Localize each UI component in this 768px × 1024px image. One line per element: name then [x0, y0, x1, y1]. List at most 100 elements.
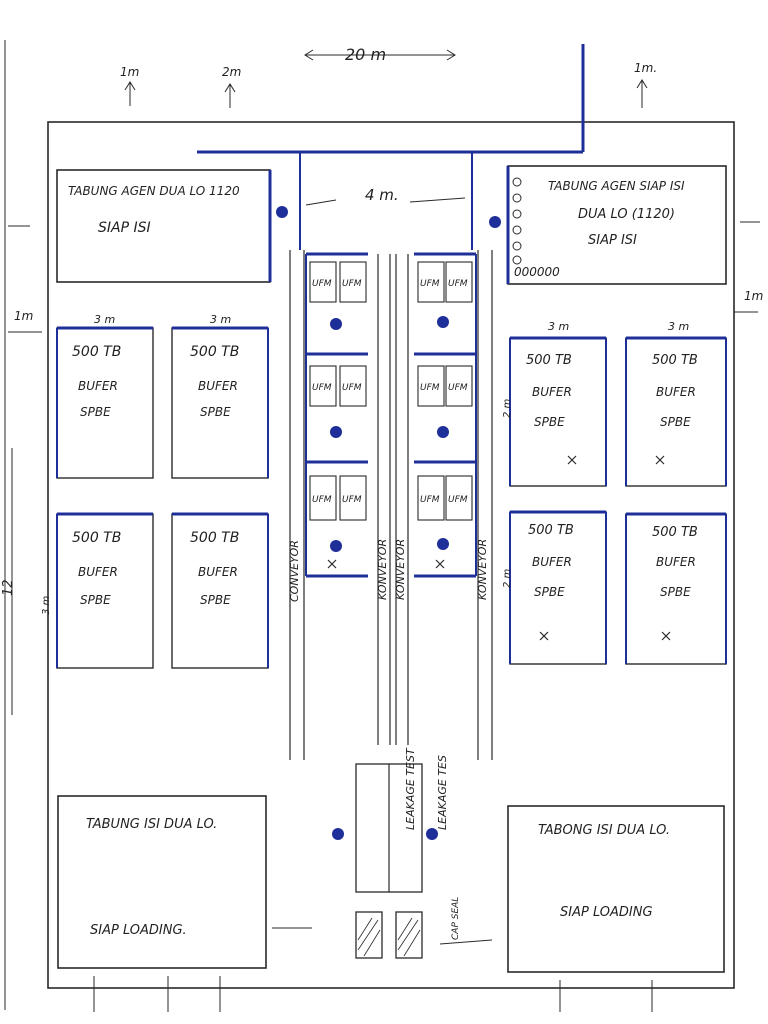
- area-top-right-line2: DUA LO (1120): [578, 207, 675, 222]
- conveyor-label-right: KONVEYOR: [476, 539, 489, 600]
- dim-arrow-left: [304, 49, 314, 61]
- conveyor-center-a: [377, 254, 391, 745]
- valve-dot: [276, 206, 288, 218]
- buffer-line3: SPBE: [80, 593, 111, 607]
- buffer-label: 500 TB: [72, 530, 121, 546]
- buffer-right-top-2: [625, 336, 727, 487]
- ufm-label: UFM: [420, 383, 440, 393]
- ufm-label: UFM: [312, 279, 332, 289]
- buffer-left-bottom-1: [56, 512, 154, 669]
- aisle-arrow-left: [305, 199, 337, 206]
- buffer-line3: SPBE: [660, 415, 691, 429]
- ufm-label: UFM: [448, 495, 468, 505]
- operator-dots: [330, 316, 449, 840]
- buffer-line3: SPBE: [80, 405, 111, 419]
- dim-12: 12: [1, 579, 16, 596]
- arrow-head: [124, 81, 136, 91]
- margin-1m-left: 1m: [120, 65, 139, 79]
- ufm-bays-right: [414, 252, 477, 578]
- exit-arrows: [93, 976, 653, 1012]
- side-2m-label: 2 m: [502, 568, 513, 588]
- margin-1m-side: 1m: [14, 309, 33, 323]
- buffer-label: 500 TB: [652, 353, 698, 368]
- leak-test-a: LEAKAGE TEST: [404, 747, 417, 830]
- buffer-line3: SPBE: [200, 593, 231, 607]
- arrow-head: [224, 83, 236, 93]
- buffer-line3: SPBE: [534, 585, 565, 599]
- conveyor-label-center-a: KONVEYOR: [376, 539, 389, 600]
- dim-20m: 20 m: [345, 45, 386, 64]
- area-filled-loading-right: [507, 805, 725, 973]
- ufm-boxes: [309, 261, 473, 521]
- buffer-line2: BUFER: [656, 385, 696, 399]
- side-3m-label: 3 m: [41, 595, 52, 615]
- buffer-left-top-1: [56, 326, 154, 479]
- buffer-left-top-2: [171, 326, 269, 479]
- margin-2m: 2m: [222, 65, 241, 79]
- conveyor-left: [289, 250, 305, 760]
- buffer-width-label: 3 m: [668, 320, 689, 333]
- ufm-label: UFM: [420, 495, 440, 505]
- buffer-label: 500 TB: [72, 344, 121, 360]
- ufm-label: UFM: [342, 279, 362, 289]
- buffer-right-top-1: [509, 336, 607, 487]
- area-top-left-line2: SIAP ISI: [98, 220, 151, 236]
- conveyor-center-b: [395, 254, 409, 745]
- buffer-right-bottom-2: [625, 512, 727, 665]
- conveyor-label-left: CONVEYOR: [288, 540, 301, 602]
- buffer-label: 500 TB: [652, 525, 698, 540]
- buffer-line2: BUFER: [532, 555, 572, 569]
- aisle-arrow-right: [409, 197, 466, 203]
- cap-seal-machine-a: [355, 911, 383, 959]
- area-top-left-line1: TABUNG AGEN DUA LO 1120: [68, 184, 240, 198]
- buffer-line3: SPBE: [534, 415, 565, 429]
- buffer-label: 500 TB: [190, 530, 239, 546]
- area-bottom-right-line1: TABONG ISI DUA LO.: [538, 823, 670, 838]
- margin-1m-side-right: 1m: [744, 289, 763, 303]
- buffer-line2: BUFER: [198, 379, 238, 393]
- ufm-labels: UFM UFM UFM UFM UFM UFM UFM UFM UFM UFM …: [312, 279, 468, 505]
- conveyor-right: [477, 250, 493, 760]
- side-2m-label: 2 m: [502, 398, 513, 418]
- arrow-head: [636, 79, 648, 89]
- x-marks: [327, 455, 671, 641]
- area-bottom-left-line1: TABUNG ISI DUA LO.: [86, 817, 217, 832]
- valve-dot: [489, 216, 501, 228]
- area-bottom-right-line2: SIAP LOADING: [560, 905, 653, 920]
- ufm-label: UFM: [342, 383, 362, 393]
- buffer-width-label: 3 m: [548, 320, 569, 333]
- buffer-line3: SPBE: [200, 405, 231, 419]
- buffer-width-label: 3 m: [94, 313, 115, 326]
- buffer-right-bottom-1: [509, 510, 607, 665]
- buffer-line2: BUFER: [78, 565, 118, 579]
- cap-seal-machine-b: [395, 911, 423, 959]
- ufm-label: UFM: [448, 383, 468, 393]
- buffer-line2: BUFER: [656, 555, 696, 569]
- cylinder-marks: [512, 177, 522, 265]
- ufm-bays-left: [305, 252, 368, 578]
- buffer-label: 500 TB: [190, 344, 239, 360]
- aisle-4m: 4 m.: [365, 186, 399, 204]
- area-bottom-left-line2: SIAP LOADING.: [90, 923, 187, 938]
- buffer-line2: BUFER: [532, 385, 572, 399]
- ufm-label: UFM: [312, 383, 332, 393]
- buffer-line2: BUFER: [198, 565, 238, 579]
- ufm-label: UFM: [312, 495, 332, 505]
- cap-seal-hatching: [357, 917, 421, 957]
- buffer-line3: SPBE: [660, 585, 691, 599]
- leak-test-b: LEAKAGE TES: [436, 755, 449, 830]
- buffer-left-bottom-2: [171, 512, 269, 669]
- dim-arrow-right: [446, 49, 456, 61]
- buffer-width-label: 3 m: [210, 313, 231, 326]
- conveyor-label-center-b: KONVEYOR: [394, 539, 407, 600]
- arrow-to-loading-right: [439, 939, 493, 945]
- area-top-right-line3: SIAP ISI: [588, 233, 637, 248]
- ufm-label: UFM: [420, 279, 440, 289]
- buffer-label: 500 TB: [528, 523, 574, 538]
- building-outline: [47, 121, 735, 989]
- area-top-right-counter: 000000: [514, 265, 560, 279]
- buffer-label: 500 TB: [526, 353, 572, 368]
- margin-1m-right: 1m.: [634, 61, 657, 75]
- ufm-label: UFM: [448, 279, 468, 289]
